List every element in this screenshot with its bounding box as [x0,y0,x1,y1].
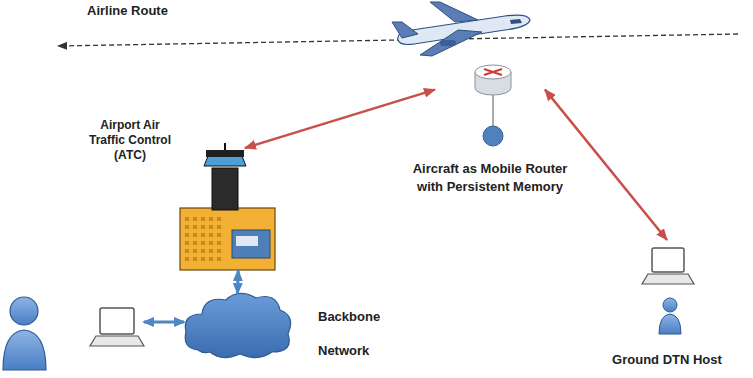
user-icon [659,298,681,334]
route-label: Airline Route [85,3,170,19]
node-label: Backbone Network [318,300,388,368]
router-symbol [475,65,511,146]
link-arrow [236,270,240,294]
link-arrow [144,321,184,324]
host-node: Ground DTN Host [612,240,722,372]
link-arrow [245,90,435,148]
node-label: Ground DTN Host [612,352,722,368]
node-label: Aircraft as Mobile Router with Persisten… [407,160,573,196]
cloud-node: Backbone Network [185,294,290,358]
airplane [392,2,530,56]
laptop-icon [642,248,694,284]
atc-node: Airport Air Traffic Control (ATC) [180,148,277,270]
router-node: Aircraft as Mobile Router with Persisten… [435,20,545,140]
user-icon [3,297,46,370]
node-label: Airport Air Traffic Control (ATC) [82,118,178,163]
atc-tower [180,143,275,270]
cloud-shape [185,293,290,357]
laptop-icon [90,308,144,346]
